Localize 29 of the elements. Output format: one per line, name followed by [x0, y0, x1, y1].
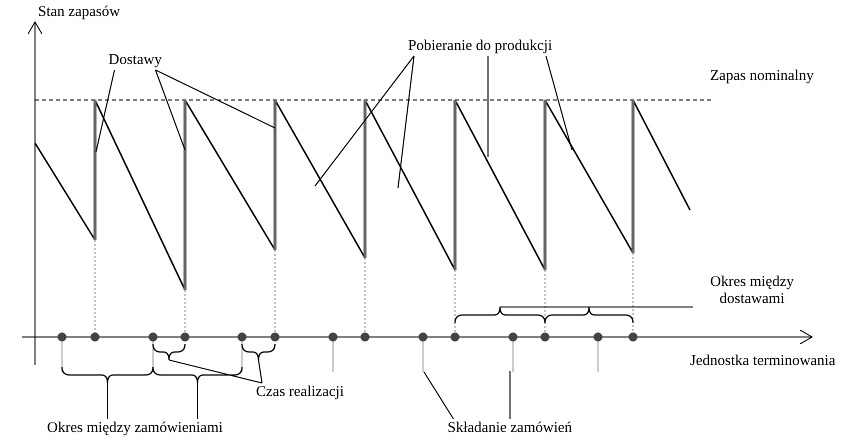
curly-brace — [454, 306, 546, 324]
leader-line — [196, 383, 198, 419]
leader-line — [509, 371, 511, 419]
leader-line — [397, 56, 415, 188]
axis-title: Stan zapasów — [38, 4, 120, 21]
curly-brace — [544, 306, 634, 324]
curly-brace — [152, 344, 186, 361]
level-label: Zapas nominalny — [710, 68, 814, 85]
callout-label: Dostawy — [108, 52, 162, 69]
axis-title: Jednostka terminowania — [690, 353, 836, 370]
leader-line — [154, 70, 186, 150]
leader-line — [589, 306, 693, 308]
callout-label: Okres między dostawami — [687, 274, 817, 308]
leader-line — [95, 70, 116, 152]
callout-label: Składanie zamówień — [448, 420, 572, 437]
curly-brace — [241, 344, 276, 361]
curly-brace — [152, 366, 243, 384]
callout-label: Pobieranie do produkcji — [408, 38, 552, 55]
leader-line — [168, 359, 262, 384]
leader-line — [314, 56, 414, 186]
curly-brace — [61, 366, 154, 384]
leader-line — [155, 70, 276, 128]
leader-line — [424, 372, 454, 420]
leader-line — [487, 56, 489, 157]
leader-line — [545, 56, 573, 150]
leader-line — [106, 383, 108, 419]
callout-label: Okres między zamówieniami — [47, 420, 223, 437]
leader-line — [258, 360, 263, 384]
callout-label: Czas realizacji — [256, 384, 344, 401]
